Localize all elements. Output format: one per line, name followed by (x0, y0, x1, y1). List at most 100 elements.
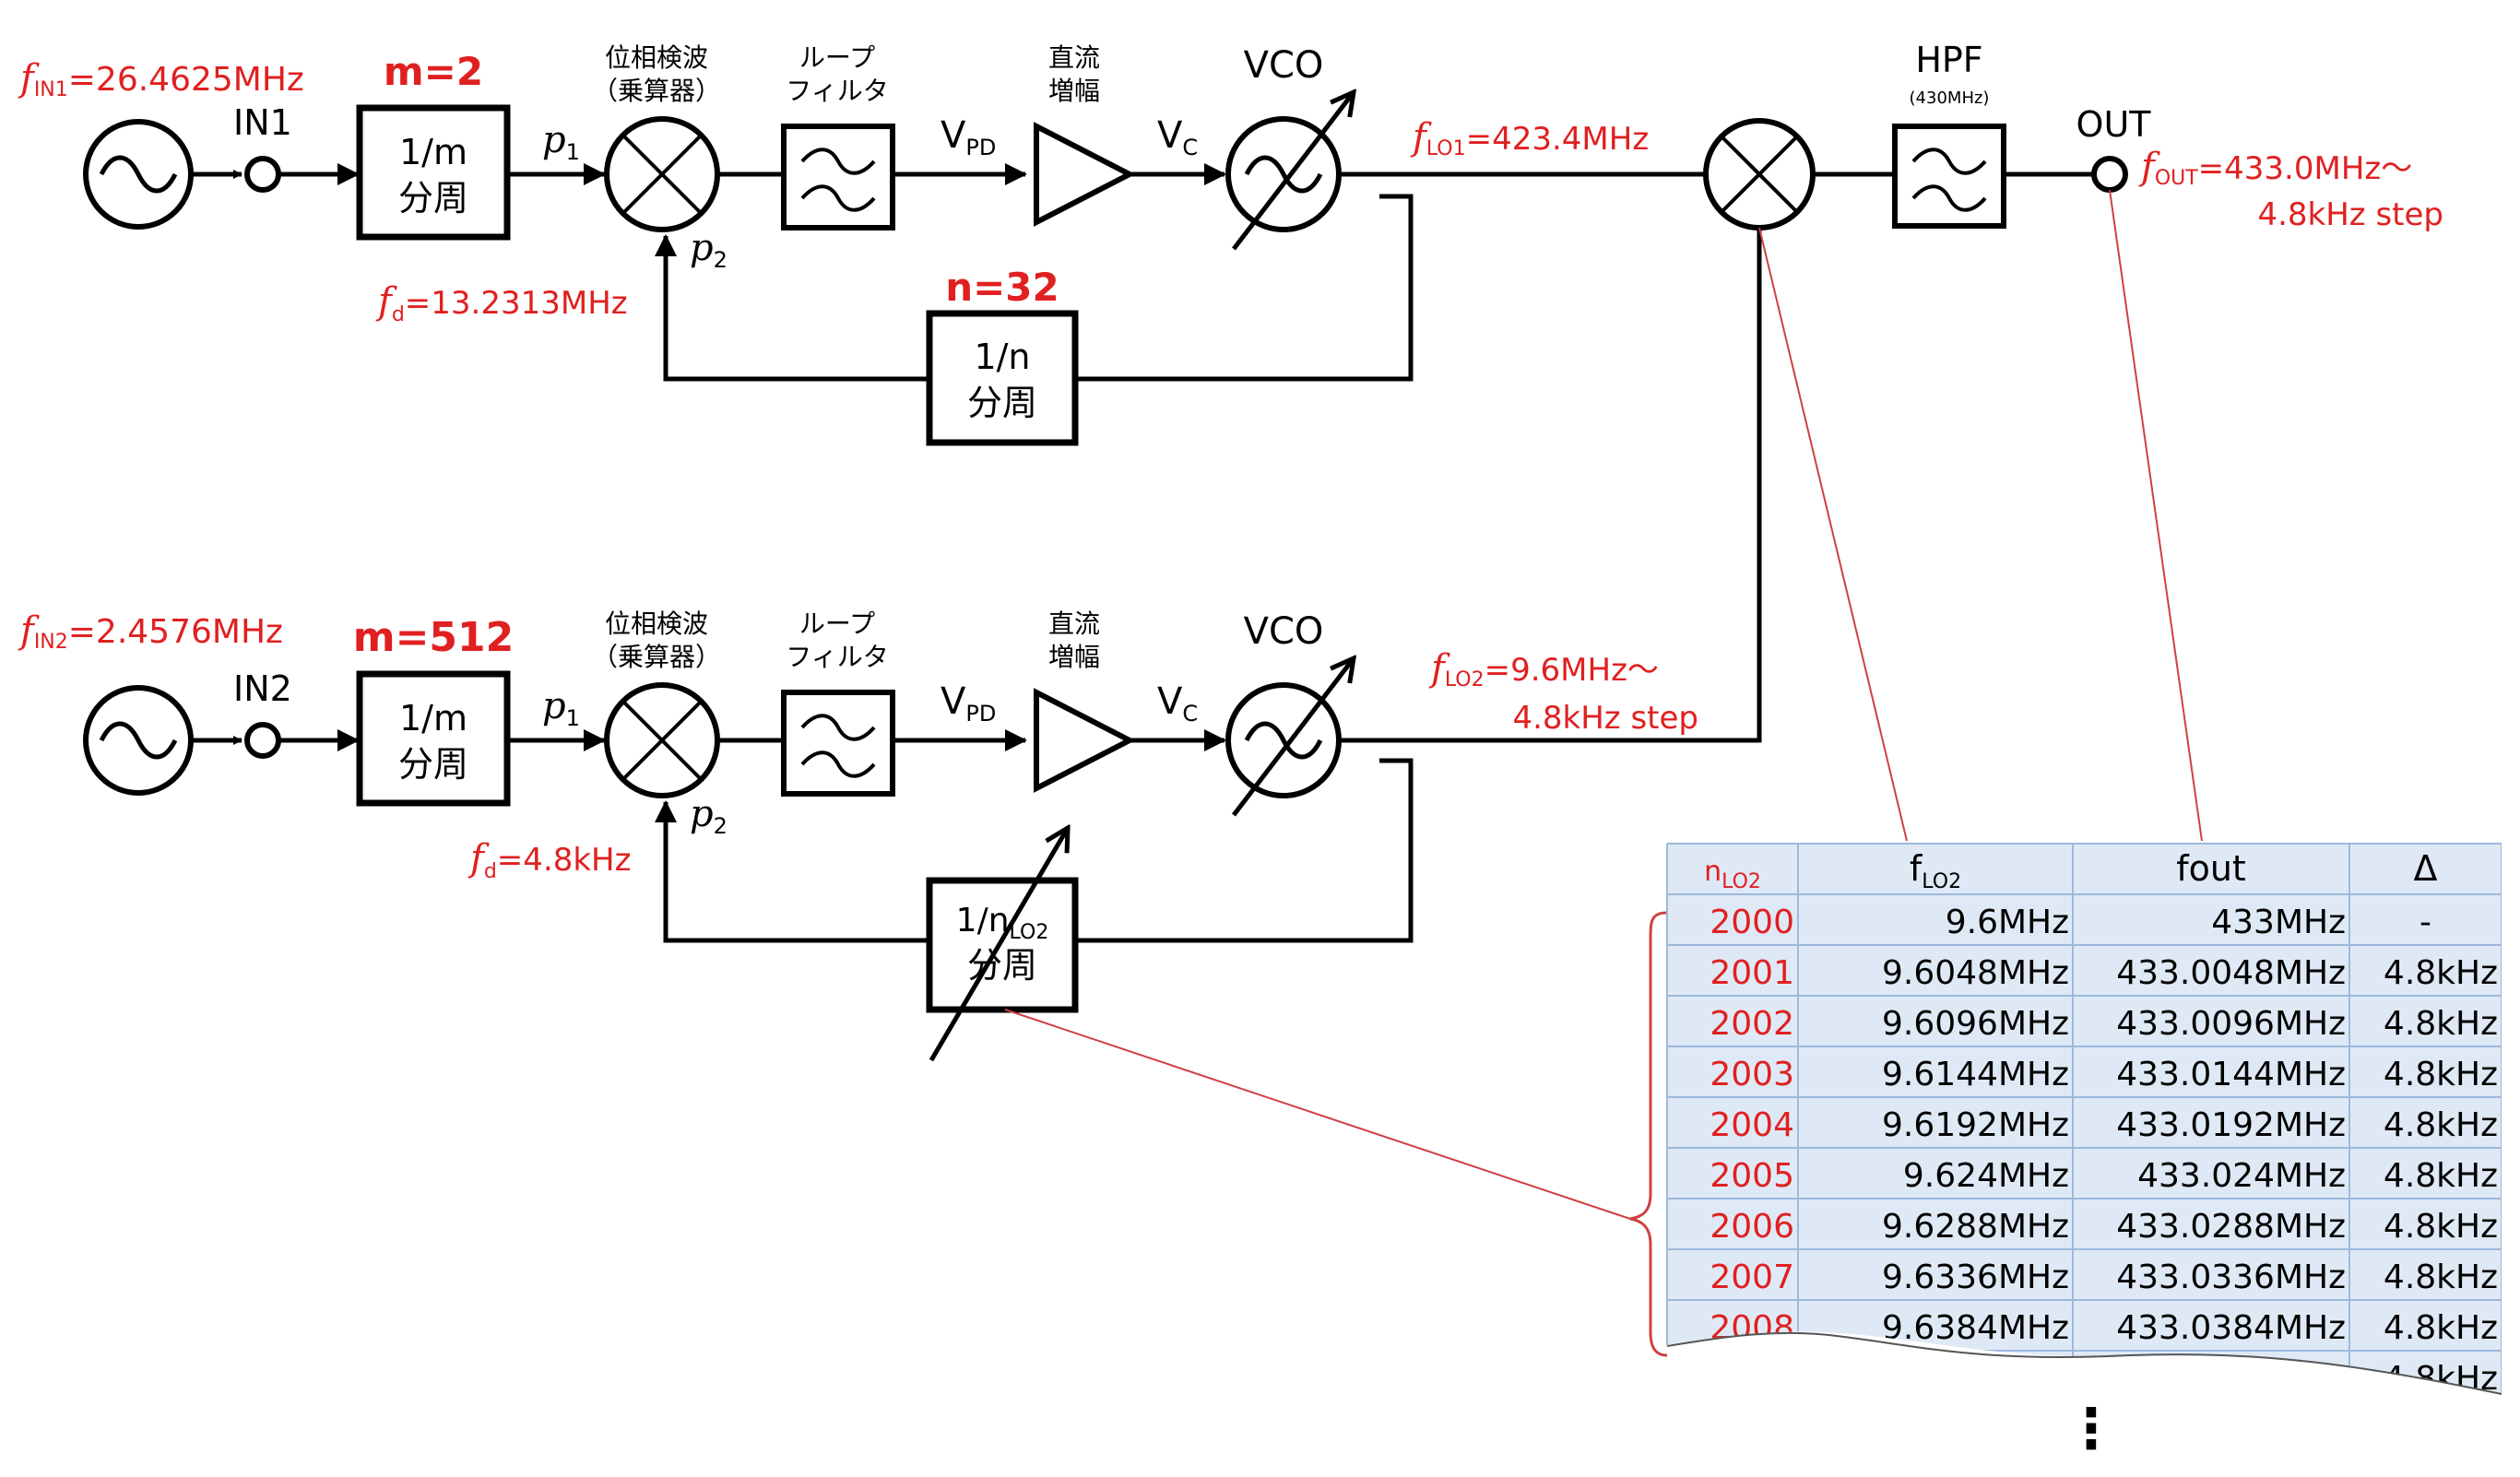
table-cell: 433.0096MHz (2116, 1005, 2346, 1043)
table-header-3: Δ (2414, 848, 2438, 889)
table-header-sub: LO2 (1922, 870, 1961, 893)
table-cell: 433.0288MHz (2116, 1208, 2346, 1246)
table-cell: 9.6048MHz (1882, 954, 2069, 992)
out-label: OUT (2076, 104, 2152, 145)
table-cell: - (2419, 904, 2431, 941)
table-header-main: f (1910, 848, 1923, 889)
table-cell: 2005 (1710, 1157, 1794, 1195)
table-cell: 433.0192MHz (2116, 1106, 2346, 1144)
div-m-1-line1: 1/m (399, 132, 467, 172)
fout-step-label: 4.8kHz step (2257, 196, 2443, 233)
table-cell: 4.8kHz (2384, 954, 2498, 992)
amp-label-1b: 増幅 (1048, 76, 1100, 106)
table-cell: 2001 (1710, 954, 1794, 992)
output-stage: HPF (430MHz) OUT fOUT=433.0MHz～ 4.8kHz s… (1339, 40, 2443, 743)
continuation-dots: ⋮ (2064, 1397, 2119, 1461)
table-cell: 2002 (1710, 1005, 1794, 1043)
div-n-2-line2: 分周 (967, 945, 1037, 986)
hpf-freq-label: (430MHz) (1910, 89, 1990, 108)
table-cell: 9.624MHz (1903, 1157, 2069, 1195)
table-cell: 2008 (1710, 1309, 1794, 1347)
input-label-1: IN1 (233, 102, 292, 143)
table-cell: 433MHz (2211, 904, 2346, 941)
table-cell: 4.8kHz (2384, 1106, 2498, 1144)
pd-label-2a: 位相検波 (605, 609, 708, 639)
table-background (1667, 844, 2502, 1394)
table-cell: 433.024MHz (2137, 1157, 2346, 1195)
p2-label-2: p2 (690, 793, 728, 839)
lf-label-1b: フィルタ (786, 76, 888, 106)
table-cell: 4.8kHz (2384, 1258, 2498, 1296)
input-terminal-1 (244, 156, 281, 193)
table-cell: 433.0432MHz (2116, 1360, 2346, 1398)
input-terminal-2 (244, 722, 281, 759)
lf-label-2a: ループ (799, 609, 875, 639)
vc-label-2: VC (1157, 680, 1198, 727)
table-header-main: fout (2176, 848, 2246, 889)
oscillator-1 (83, 119, 194, 230)
div-m-2-line2: 分周 (398, 744, 468, 785)
loop-filter-1 (781, 124, 895, 230)
table-cell: 4.8kHz (2384, 1056, 2498, 1093)
table-cell: 9.6096MHz (1882, 1005, 2069, 1043)
loop2: fIN2=2.4576MHz IN2 m=512 1/m 分周 p1 p2 位相… (18, 609, 1698, 1062)
fin1-label: fIN1=26.4625MHz (18, 57, 304, 101)
table-cell: 9.6MHz (1946, 904, 2069, 941)
amp-label-2b: 増幅 (1048, 642, 1100, 672)
table-cell: 2004 (1710, 1106, 1794, 1144)
table-header-1: fLO2 (1910, 848, 1961, 893)
table-cell: 4.8kHz (2384, 1005, 2498, 1043)
div-n-2-line1: 1/nLO2 (956, 902, 1049, 944)
vco-label-1: VCO (1244, 44, 1324, 87)
table-header-main: n (1704, 856, 1721, 888)
phase-detector-2 (604, 682, 720, 798)
table-cell: 2006 (1710, 1208, 1794, 1246)
table-cell: 2007 (1710, 1258, 1794, 1296)
oscillator-2 (83, 685, 194, 796)
table-header-main: Δ (2414, 848, 2438, 889)
pd-label-1a: 位相検波 (605, 42, 708, 73)
loop-filter-2 (781, 690, 895, 797)
table-header-sub: LO2 (1721, 870, 1761, 893)
dc-amplifier-1 (1034, 122, 1136, 227)
loop1: fIN1=26.4625MHz IN1 m=2 1/m 分周 p1 p2 位相検… (18, 42, 1706, 446)
phase-detector-1 (604, 116, 720, 232)
vco-1 (1225, 92, 1354, 251)
hpf (1892, 124, 2006, 229)
table-cell: 4.8kHz (2384, 1157, 2498, 1195)
table-cell: 4.8kHz (2384, 1360, 2498, 1398)
flo2-step-label: 4.8kHz step (1512, 700, 1698, 737)
table-header-0: nLO2 (1704, 856, 1761, 893)
table-cell: 433.0048MHz (2116, 954, 2346, 992)
table-cell: 9.6384MHz (1882, 1309, 2069, 1347)
fd-label-2: fd=4.8kHz (467, 837, 631, 883)
amp-label-2a: 直流 (1048, 609, 1100, 639)
vco-label-2: VCO (1244, 610, 1324, 653)
mixer (1703, 118, 1816, 230)
div-m-2-line1: 1/m (399, 698, 467, 738)
m-label-1: m=2 (384, 49, 483, 94)
vpd-label-2: VPD (941, 680, 996, 727)
n-label-1: n=32 (945, 265, 1059, 310)
div-n-1-line1: 1/n (974, 337, 1030, 377)
vpd-label-1: VPD (941, 114, 996, 160)
vc-label-1: VC (1157, 114, 1198, 160)
input-label-2: IN2 (233, 668, 292, 709)
flo2-label: fLO2=9.6MHz～ (1428, 647, 1659, 691)
div-m-1-line2: 分周 (398, 178, 468, 219)
flo1-label: fLO1=423.4MHz (1410, 116, 1649, 160)
table-cell: 9.6288MHz (1882, 1208, 2069, 1246)
divider-n-1 (926, 310, 1079, 446)
p1-label-1: p1 (542, 119, 580, 165)
table-header-2: fout (2176, 848, 2246, 889)
lf-label-1a: ループ (799, 42, 875, 73)
table-cell: 433.0384MHz (2116, 1309, 2346, 1347)
table-cell: 4.8kHz (2384, 1309, 2498, 1347)
table-cell: 2003 (1710, 1056, 1794, 1093)
p2-label-1: p2 (690, 227, 728, 273)
hpf-label: HPF (1915, 40, 1982, 80)
divider-n-2 (926, 828, 1079, 1062)
